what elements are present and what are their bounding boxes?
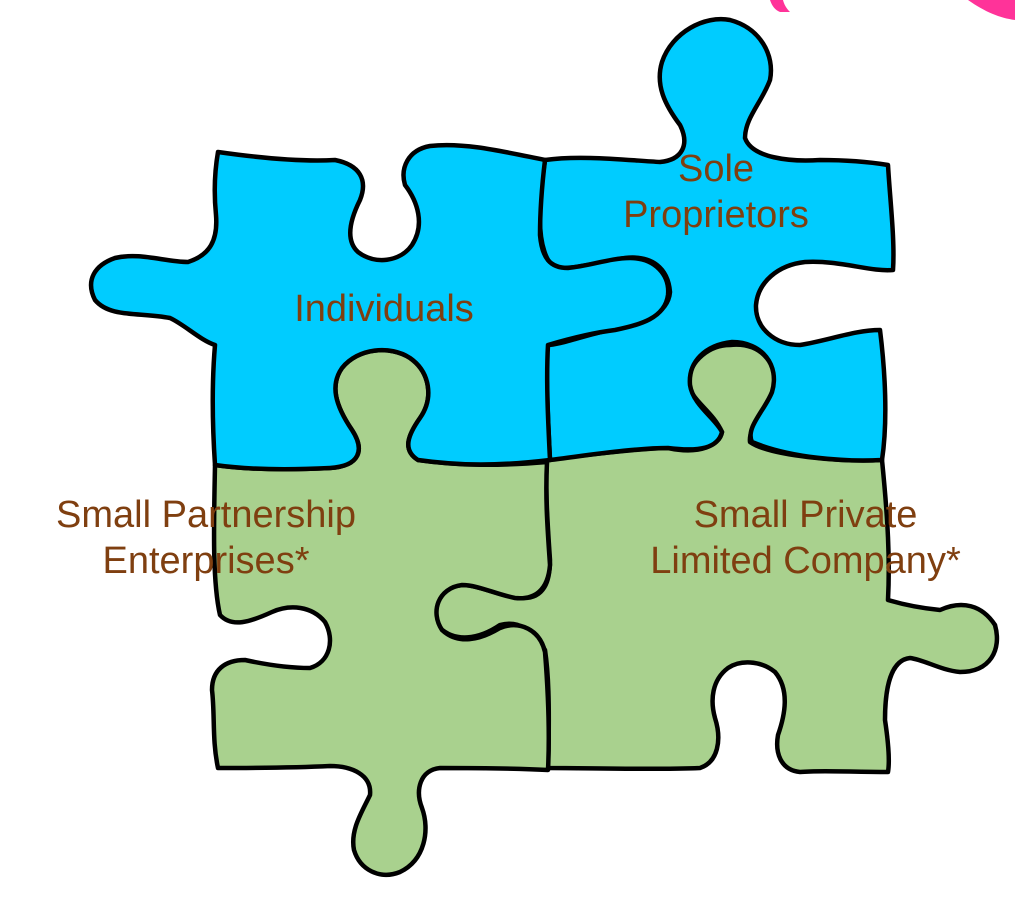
corner-accent-shape xyxy=(770,0,1015,20)
label-line: Small Private xyxy=(693,494,918,536)
label-bottom-left: Small Partnership Enterprises* xyxy=(0,492,412,584)
label-line: Sole xyxy=(677,148,755,190)
label-line: Individuals xyxy=(294,288,474,330)
label-bottom-right: Small Private Limited Company* xyxy=(596,492,1015,584)
puzzle-piece-top-left xyxy=(88,142,671,472)
label-top-right: Sole Proprietors xyxy=(578,146,854,238)
label-line: Small Partnership xyxy=(56,494,356,536)
label-line: Proprietors xyxy=(623,194,809,236)
label-top-left: Individuals xyxy=(246,286,522,332)
label-line: Limited Company* xyxy=(650,540,961,582)
label-line: Enterprises* xyxy=(102,540,310,582)
